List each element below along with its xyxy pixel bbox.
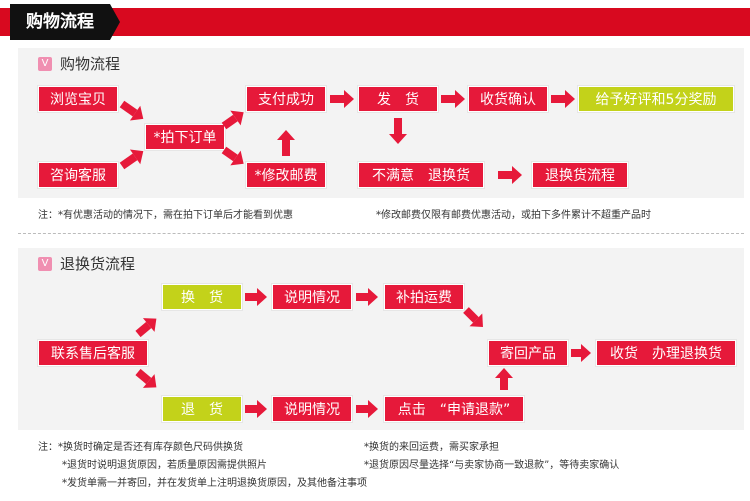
box-exchange: 换 货 [162,284,242,310]
box-explain-top: 说明情况 [272,284,352,310]
box-unsatisfied: 不满意 退换货 [358,162,484,188]
box-contact-service: 联系售后客服 [38,340,148,366]
box-paid: 支付成功 [246,86,326,112]
arrow-unsatisfied-return-icon [498,166,522,184]
box-explain-bottom: 说明情况 [272,396,352,422]
return-note-2: *换货的来回运费，需买家承担 [364,442,499,453]
header-title: 购物流程 [10,4,120,40]
box-ship: 发 货 [358,86,438,112]
arrow-explain-pay-icon [356,288,378,306]
v-badge-icon: V [38,256,52,271]
arrow-receive-review-icon [551,90,575,108]
arrow-order-paid-icon [221,110,244,130]
box-change-postage: *修改邮费 [246,162,326,188]
return-flow-panel [18,248,744,430]
return-flow-heading: V 退换货流程 [38,253,135,274]
arrow-explain-click-icon [356,400,378,418]
arrow-exchange-explain-icon [245,288,267,306]
shopping-note-left: 注：*有优惠活动的情况下，需在拍下订单后才能看到优惠 [38,210,293,221]
page-header: 购物流程 [0,0,750,44]
arrow-order-postage-icon [221,146,244,166]
box-pay-shipping: 补拍运费 [384,284,464,310]
box-handle-return: 收货 办理退换货 [596,340,736,366]
box-return-flow: 退换货流程 [532,162,628,188]
arrow-consult-order-icon [119,149,144,170]
arrow-ship-unsatisfied-icon [389,118,407,144]
arrow-click-sendback-icon [495,368,513,390]
arrow-pay-sendback-icon [463,307,483,327]
arrow-postage-paid-icon [277,130,295,156]
return-flow-title: 退换货流程 [60,255,136,273]
shopping-flow-title: 购物流程 [60,55,121,73]
arrow-browse-order-icon [119,100,144,121]
box-order: *拍下订单 [145,124,225,150]
box-receive: 收货确认 [468,86,548,112]
return-note-3: *退货时说明退货原因，若质量原因需提供照片 [62,460,267,471]
return-note-5: *发货单需一并寄回，并在发货单上注明退换货原因，及其他备注事项 [62,478,367,489]
shopping-flow-arrows [119,90,575,184]
box-refund: 退 货 [162,396,242,422]
v-badge-icon: V [38,56,52,71]
return-note-1: 注：*换货时确定是否还有库存颜色尺码供换货 [38,442,243,453]
box-browse: 浏览宝贝 [38,86,118,112]
header-red-stripe [0,8,750,36]
return-note-4: *退货原因尽量选择“与卖家协商一致退款”，等待卖家确认 [364,460,620,471]
arrow-contact-exchange-icon [135,318,157,338]
section-divider [18,233,744,234]
box-review: 给予好评和5分奖励 [578,86,734,112]
box-consult: 咨询客服 [38,162,118,188]
shopping-note-right: *修改邮费仅限有邮费优惠活动，或拍下多件累计不超重产品时 [376,210,651,221]
shopping-flow-heading: V 购物流程 [38,53,120,74]
return-flow-arrows [135,288,591,418]
arrow-contact-refund-icon [135,368,157,388]
box-click-refund: 点击 “申请退款” [384,396,524,422]
box-send-back: 寄回产品 [488,340,568,366]
arrow-refund-explain-icon [245,400,267,418]
arrow-paid-ship-icon [330,90,354,108]
arrow-ship-receive-icon [441,90,465,108]
arrow-sendback-handle-icon [571,344,591,362]
